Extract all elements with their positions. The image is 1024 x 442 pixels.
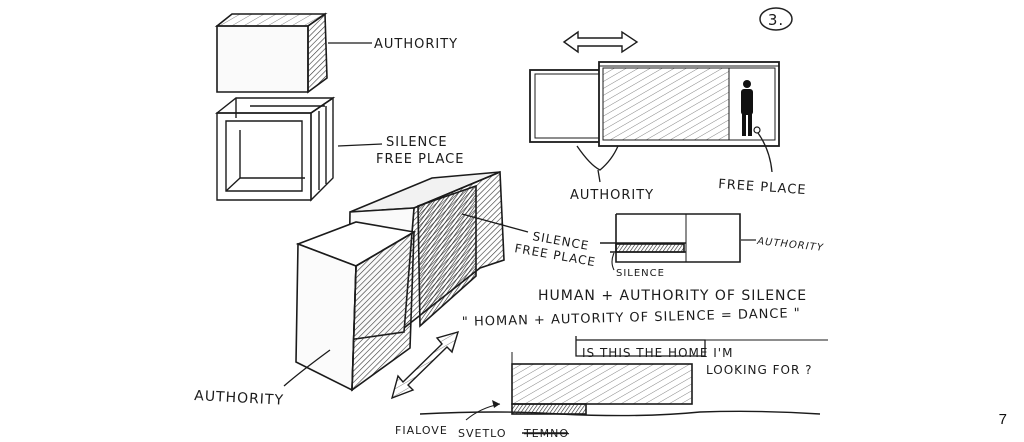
plan-free-place-label: FREE PLACE [718, 177, 807, 198]
page-mark: 3. [759, 7, 793, 31]
diagonal-arrow-icon [390, 330, 460, 400]
cube-authority-label: AUTHORITY [374, 37, 458, 52]
bottom-label-fialove: FIALOVE [395, 424, 448, 437]
section-silence-label: SILENCE [616, 268, 665, 279]
page-number: 7 [998, 411, 1007, 428]
solid-cube [214, 12, 328, 94]
section-view [600, 213, 741, 263]
plan-authority-label: AUTHORITY [570, 188, 654, 203]
page-mark-text: 3. [768, 11, 784, 29]
perspective-boxes [295, 170, 505, 392]
question-line-2: LOOKING FOR ? [706, 363, 813, 377]
wireframe-cube [214, 96, 336, 202]
bottom-elevation [419, 352, 821, 417]
section-authority-label: AUTHORITY [756, 236, 825, 254]
question-line-1: IS THIS THE HOME I'M [582, 346, 733, 360]
equation-line-1: HUMAN + AUTHORITY OF SILENCE [538, 288, 807, 304]
frame-label-free-place: FREE PLACE [376, 152, 464, 167]
frame-label-silence: SILENCE [386, 135, 448, 150]
bottom-label-svetlo: SVETLO [458, 427, 507, 440]
human-figure-icon [741, 80, 753, 136]
horizontal-arrow-icon [562, 30, 639, 54]
equation-line-2: " HOMAN + AUTORITY OF SILENCE = DANCE " [462, 306, 801, 330]
plan-view [529, 61, 780, 147]
box-authority-label: AUTHORITY [194, 388, 285, 409]
